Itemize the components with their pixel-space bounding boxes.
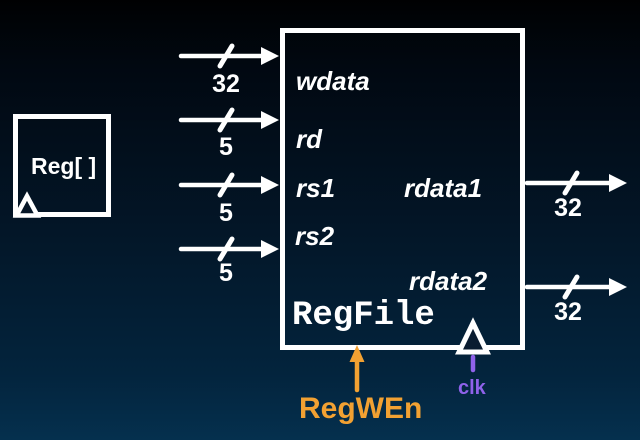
reg-array-label: Reg[ ] xyxy=(31,153,97,179)
arrowhead-icon xyxy=(261,240,279,258)
input-arrow-rs2 xyxy=(178,236,279,262)
bus-slash-icon xyxy=(217,236,235,262)
output-arrow-rdata2 xyxy=(524,274,627,300)
regwen-label: RegWEn xyxy=(299,392,423,425)
arrowhead-icon xyxy=(609,278,627,296)
bus-slash-icon xyxy=(562,274,580,300)
clock-edge-triangle-icon xyxy=(455,317,491,355)
bus-width-rd: 5 xyxy=(219,133,233,161)
input-arrow-wdata xyxy=(178,43,279,69)
bus-slash-icon xyxy=(217,172,235,198)
arrowhead-icon xyxy=(609,174,627,192)
bus-width-rs2: 5 xyxy=(219,259,233,287)
bus-slash-icon xyxy=(562,170,580,196)
bus-slash-icon xyxy=(217,107,235,133)
port-label-rs1: rs1 xyxy=(296,173,336,203)
bus-width-wdata: 32 xyxy=(212,70,240,98)
port-label-wdata: wdata xyxy=(296,66,370,96)
port-label-rdata2: rdata2 xyxy=(409,266,488,296)
arrowhead-icon xyxy=(349,345,365,362)
arrowhead-icon xyxy=(261,176,279,194)
regwen-arrow xyxy=(349,345,365,393)
port-label-rdata1: rdata1 xyxy=(404,173,483,203)
clk-label: clk xyxy=(458,377,486,399)
regfile-title: RegFile xyxy=(292,297,435,335)
bus-slash-icon xyxy=(217,43,235,69)
output-arrow-rdata1 xyxy=(524,170,627,196)
input-arrow-rs1 xyxy=(178,172,279,198)
port-label-rd: rd xyxy=(296,124,322,154)
regfile-box xyxy=(280,28,525,350)
arrowhead-icon xyxy=(261,47,279,65)
bus-width-rdata2: 32 xyxy=(554,298,582,326)
arrowhead-icon xyxy=(261,111,279,129)
bus-width-rdata1: 32 xyxy=(554,194,582,222)
port-label-rs2: rs2 xyxy=(295,221,335,251)
bus-width-rs1: 5 xyxy=(219,199,233,227)
reg-array-clock-triangle-icon xyxy=(12,191,42,218)
input-arrow-rd xyxy=(178,107,279,133)
reg-array-box xyxy=(13,114,111,217)
